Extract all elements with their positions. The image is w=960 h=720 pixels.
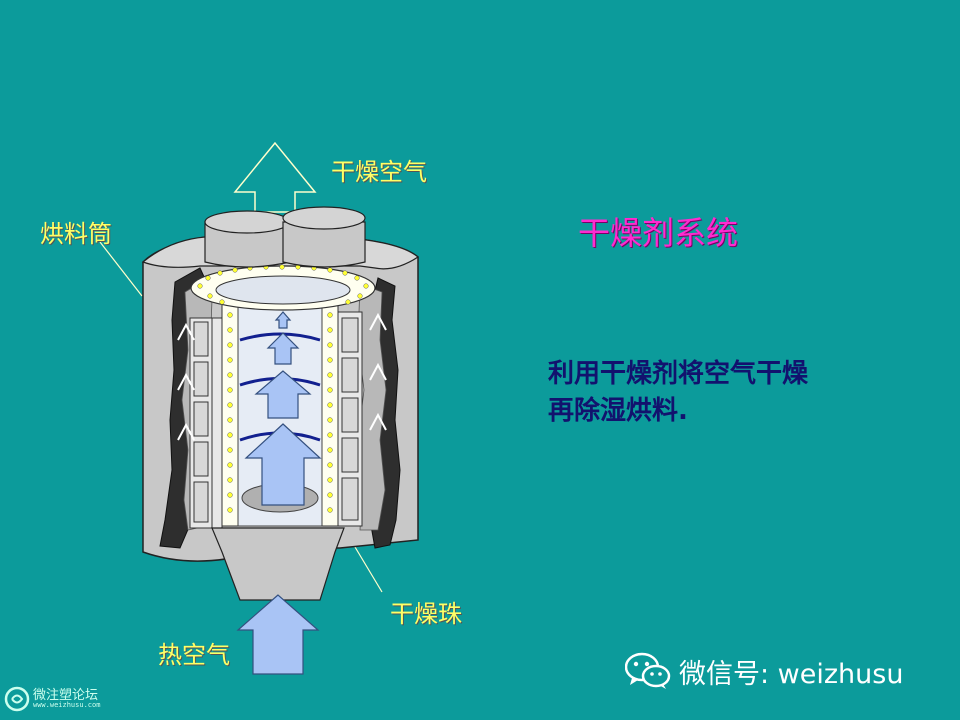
forum-logo-icon bbox=[4, 686, 30, 712]
wechat-watermark: 微信号: weizhusu bbox=[625, 650, 903, 692]
hopper-label: 烘料筒 bbox=[40, 220, 112, 248]
hopper-leader-line bbox=[99, 241, 143, 297]
central-upflow-arrows bbox=[244, 311, 322, 506]
page-title: 干燥剂系统 bbox=[578, 214, 739, 252]
wechat-icon bbox=[625, 652, 671, 689]
dry-air-label: 干燥空气 bbox=[331, 158, 427, 186]
desiccant-ring-beads bbox=[197, 264, 369, 305]
dry-air-outlet-arrow bbox=[233, 141, 317, 213]
desiccant-bead-column-right bbox=[321, 299, 339, 527]
description-line-1: 利用干燥剂将空气干燥 bbox=[548, 359, 809, 389]
forum-url: www.weizhusu.com bbox=[33, 701, 101, 709]
hopper-inner-right bbox=[357, 283, 387, 531]
outlet-cap-left-top bbox=[204, 210, 290, 234]
description: 利用干燥剂将空气干燥 再除湿烘料. bbox=[548, 356, 808, 430]
desiccant-bead-column-left bbox=[221, 299, 239, 527]
hot-air-label: 热空气 bbox=[158, 641, 230, 669]
side-airflow-arrows bbox=[177, 312, 387, 441]
hopper-bottom-funnel bbox=[211, 527, 345, 601]
left-window-columns bbox=[189, 317, 223, 529]
right-window-columns bbox=[337, 311, 363, 527]
outlet-cap-right bbox=[282, 221, 366, 268]
wechat-id: 微信号: weizhusu bbox=[679, 658, 904, 690]
forum-text: 微注塑论坛 www.weizhusu.com bbox=[33, 689, 100, 709]
forum-name: 微注塑论坛 bbox=[33, 688, 99, 703]
desiccant-ring-inner bbox=[215, 275, 351, 305]
forum-watermark: 微注塑论坛 www.weizhusu.com bbox=[4, 686, 100, 712]
outlet-cap-right-top bbox=[282, 206, 366, 230]
desiccant-beads-right bbox=[327, 312, 333, 513]
hot-air-inlet-arrow bbox=[236, 594, 320, 675]
desiccant-beads-label: 干燥珠 bbox=[390, 600, 462, 628]
desiccant-beads-left bbox=[227, 312, 233, 513]
description-line-2: 再除湿烘料. bbox=[548, 396, 688, 426]
